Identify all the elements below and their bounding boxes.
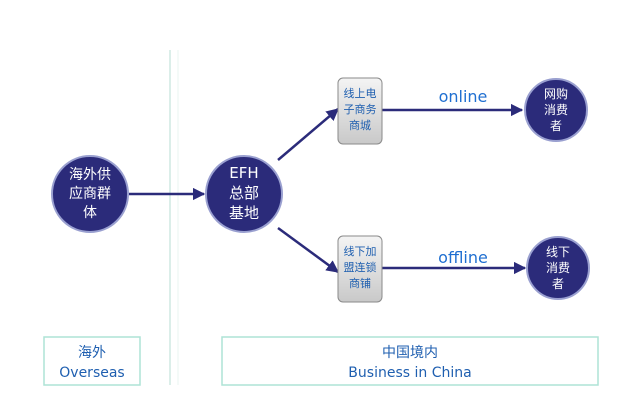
node-online-mall-line-2: 子商务 (344, 102, 377, 116)
node-online-consumers-line-3: 者 (550, 119, 562, 133)
region-label-overseas: 海外 Overseas (43, 336, 141, 386)
node-offline-stores-line-1: 线下加 (344, 244, 377, 258)
node-efh-hq-line-3: 基地 (229, 204, 259, 222)
region-overseas-en: Overseas (59, 365, 124, 381)
node-offline-stores-line-2: 盟连锁 (344, 260, 377, 274)
region-overseas-zh: 海外 (78, 345, 106, 361)
node-offline-consumers-line-3: 者 (552, 277, 564, 291)
arrow-efh-to-online-mall (277, 108, 339, 161)
node-overseas-suppliers-line-2: 应商群 (69, 185, 111, 202)
edge-label-online: online (439, 87, 488, 106)
node-overseas-suppliers-line-3: 体 (83, 205, 97, 221)
region-china-en: Business in China (348, 365, 471, 381)
node-efh-hq-line-1: EFH (229, 164, 258, 182)
node-online-consumers-line-1: 网购 (544, 86, 568, 101)
region-china-zh: 中国境内 (382, 345, 438, 361)
node-overseas-suppliers-line-1: 海外供 (69, 167, 111, 183)
node-offline-consumers-line-2: 消费 (546, 261, 570, 275)
node-online-consumers-line-2: 消费 (544, 103, 568, 117)
node-online-mall-line-3: 商城 (349, 118, 371, 132)
node-efh-hq-line-2: 总部 (229, 184, 259, 202)
node-online-consumers: 网购 消费 者 (524, 78, 588, 142)
node-offline-stores-line-3: 商铺 (349, 276, 371, 290)
node-online-mall: 线上电 子商务 商城 (337, 77, 383, 145)
node-offline-consumers-line-1: 线下 (546, 245, 570, 259)
region-label-china: 中国境内 Business in China (221, 336, 599, 386)
edge-label-offline: offline (438, 248, 488, 267)
node-offline-consumers: 线下 消费 者 (526, 236, 590, 300)
node-offline-stores: 线下加 盟连锁 商铺 (337, 235, 383, 303)
node-online-mall-line-1: 线上电 (344, 86, 377, 100)
node-efh-hq: EFH 总部 基地 (205, 155, 283, 233)
arrow-efh-to-offline-stores (277, 226, 340, 274)
node-overseas-suppliers: 海外供 应商群 体 (51, 155, 129, 233)
